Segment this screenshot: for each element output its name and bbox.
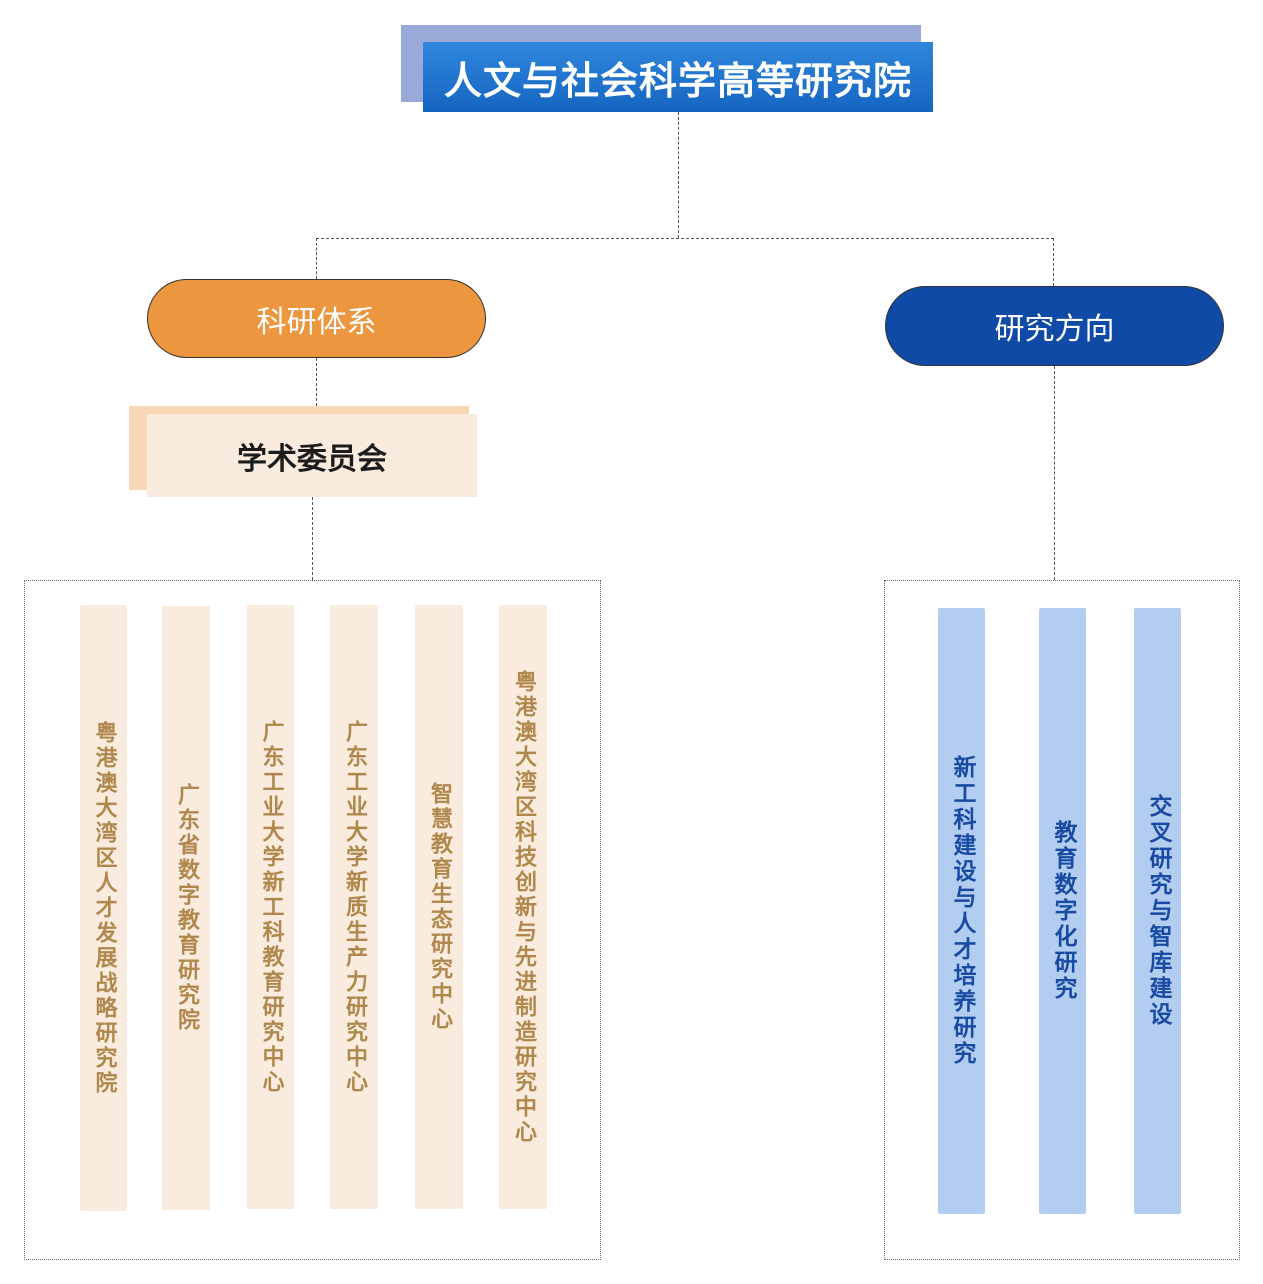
connector-orange-to-committee — [316, 358, 317, 406]
research-unit-label: 粤港澳大湾区科技创新与先进制造研究中心 — [511, 669, 536, 1145]
research-system-label: 科研体系 — [256, 304, 377, 340]
research-unit-label: 粤港澳大湾区人才发展战略研究院 — [91, 720, 117, 1096]
connector-left-drop — [316, 238, 317, 279]
research-unit-column: 粤港澳大湾区人才发展战略研究院 — [80, 605, 127, 1211]
research-direction-label: 交叉研究与智库建设 — [1145, 794, 1171, 1028]
research-directions-node: 研究方向 — [885, 286, 1224, 366]
research-directions-container — [884, 580, 1240, 1260]
research-direction-column: 交叉研究与智库建设 — [1134, 608, 1181, 1214]
connector-root-down — [678, 112, 679, 238]
institute-title-text: 人文与社会科学高等研究院 — [443, 58, 912, 103]
research-units-container — [24, 580, 601, 1260]
research-directions-label: 研究方向 — [994, 312, 1115, 347]
connector-committee-to-units — [312, 497, 313, 580]
research-unit-column: 广东省数字教育研究院 — [162, 606, 210, 1210]
research-unit-label: 广东省数字教育研究院 — [174, 783, 199, 1033]
research-unit-column: 广东工业大学新工科教育研究中心 — [247, 605, 294, 1209]
research-unit-label: 广东工业大学新质生产力研究中心 — [342, 719, 367, 1095]
institute-title: 人文与社会科学高等研究院 — [423, 42, 933, 112]
research-unit-column: 智慧教育生态研究中心 — [415, 605, 463, 1209]
research-unit-label: 智慧教育生态研究中心 — [427, 782, 452, 1032]
research-direction-column: 教育数字化研究 — [1039, 608, 1086, 1214]
research-unit-column: 粤港澳大湾区科技创新与先进制造研究中心 — [499, 605, 547, 1209]
academic-committee-node: 学术委员会 — [147, 414, 477, 497]
academic-committee-label: 学术委员会 — [237, 441, 387, 477]
research-direction-label: 教育数字化研究 — [1050, 820, 1076, 1002]
connector-horizontal — [316, 238, 1054, 239]
research-direction-column: 新工科建设与人才培养研究 — [938, 608, 985, 1214]
research-unit-label: 广东工业大学新工科教育研究中心 — [258, 719, 284, 1095]
connector-blue-to-directions — [1054, 366, 1055, 580]
research-unit-column: 广东工业大学新质生产力研究中心 — [330, 605, 378, 1209]
connector-right-drop — [1053, 238, 1054, 286]
research-system-node: 科研体系 — [147, 279, 486, 358]
research-direction-label: 新工科建设与人才培养研究 — [949, 755, 975, 1067]
